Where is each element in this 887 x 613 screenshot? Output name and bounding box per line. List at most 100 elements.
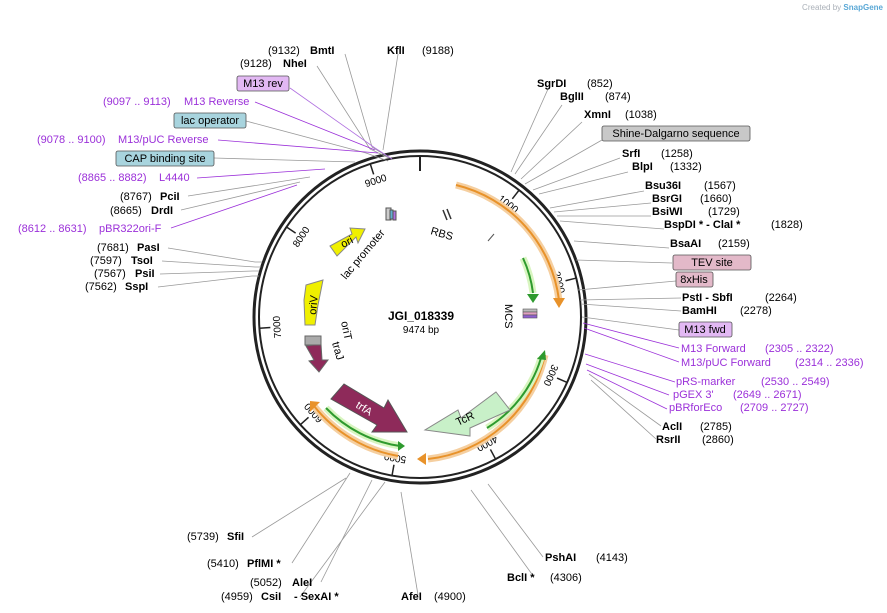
label-bglii: BglII — [560, 91, 584, 103]
label-l4440-pos: (8865 .. 8882) — [78, 172, 147, 184]
label-m13puc-reverse-pos: (9078 .. 9100) — [37, 134, 106, 146]
label-l4440: L4440 — [159, 172, 190, 184]
tick-label-7000: 7000 — [272, 315, 285, 338]
feature-label-oriT: oriT — [338, 320, 354, 341]
trfA-arrow — [330, 383, 408, 433]
tick-mark-6000 — [299, 416, 310, 426]
label-m13-rev: M13 rev — [243, 78, 283, 90]
label-pflmi: PflMI * — [247, 558, 281, 570]
label-cap-binding-site: CAP binding site — [124, 153, 205, 165]
label-bsiwi: BsiWI — [652, 206, 683, 218]
label-rsrii: RsrII — [656, 434, 680, 446]
label-acli: AclI — [662, 421, 682, 433]
label-pflmi-pos: (5410) — [207, 558, 239, 570]
label-m13-reverse-pos: (9097 .. 9113) — [103, 96, 171, 108]
plasmid-length: 9474 bp — [403, 325, 440, 336]
label-bspdi-clai-pos: (1828) — [771, 219, 803, 231]
label-afei: AfeI — [401, 591, 422, 603]
mcs-marks — [522, 308, 538, 319]
tick-mark-5000 — [391, 464, 395, 476]
label-8xhis: 8xHis — [680, 274, 708, 286]
oriT-block — [304, 335, 322, 346]
oriV-arrow — [303, 279, 324, 326]
label-bcli: BclI * — [507, 572, 535, 584]
label-prs-marker-pos: (2530 .. 2549) — [761, 376, 830, 388]
feature-label-rbs: RBS — [429, 225, 454, 243]
label-xmni: XmnI — [584, 109, 611, 121]
tick-mark-2000 — [565, 277, 577, 282]
label-srfi-pos: (1258) — [661, 148, 693, 160]
tick-mark-8000 — [286, 226, 297, 234]
lac-promoter-marks — [385, 207, 397, 221]
label-bspdi-clai: BspDI * - ClaI * — [664, 219, 741, 231]
labels-right: KflI (9188) SgrDI (852) BglII (874) XmnI… — [387, 45, 864, 603]
label-nhei-pos: (9128) — [240, 58, 272, 70]
label-pgex3: pGEX 3' — [673, 389, 714, 401]
label-nhei: NheI — [283, 58, 307, 70]
ori-arrow — [329, 227, 366, 257]
snapgene-logo: SnapGene — [843, 3, 883, 12]
feature-label-oriV: oriV — [307, 294, 321, 315]
tick-mark-3000 — [556, 377, 568, 384]
label-psti-sbfi-pos: (2264) — [765, 292, 797, 304]
label-pasi: PasI — [137, 242, 160, 254]
label-m13puc-reverse: M13/pUC Reverse — [118, 134, 208, 146]
label-tev-site: TEV site — [691, 257, 733, 269]
label-sfii: SfiI — [227, 531, 244, 543]
label-acli-pos: (2785) — [700, 421, 732, 433]
label-drdi: DrdI — [151, 205, 173, 217]
rbs-marks — [442, 208, 452, 221]
rbs-tick — [487, 233, 495, 242]
label-bmti-pos: (9132) — [268, 45, 300, 57]
label-sgrdi: SgrDI — [537, 78, 566, 90]
label-kfli: KflI — [387, 45, 405, 57]
label-bglii-pos: (874) — [605, 91, 631, 103]
label-m13puc-forward-pos: (2314 .. 2336) — [795, 357, 864, 369]
label-m13-forward-pos: (2305 .. 2322) — [765, 343, 834, 355]
labels-left: (9132) BmtI (9128) NheI M13 rev (9097 ..… — [18, 45, 339, 603]
label-psti-sbfi: PstI - SbfI — [682, 292, 733, 304]
outer-arcs — [310, 181, 565, 465]
traJ-arrow — [305, 343, 329, 373]
label-pshai: PshAI — [545, 552, 576, 564]
label-psii: PsiI — [135, 268, 155, 280]
label-kfli-pos: (9188) — [422, 45, 454, 57]
label-prs-marker: pRS-marker — [676, 376, 736, 388]
label-psii-pos: (7567) — [94, 268, 126, 280]
label-sfii-pos: (5739) — [187, 531, 219, 543]
label-afei-pos: (4900) — [434, 591, 466, 603]
feature-arrows — [303, 207, 538, 437]
label-sspi: SspI — [125, 281, 148, 293]
label-bsiwi-pos: (1729) — [708, 206, 740, 218]
label-pcii-pos: (8767) — [120, 191, 152, 203]
label-srfi: SrfI — [622, 148, 640, 160]
feature-label-ori: ori — [339, 234, 355, 250]
credit-prefix: Created by — [802, 3, 842, 12]
label-rsrii-pos: (2860) — [702, 434, 734, 446]
tick-mark-9000 — [369, 163, 375, 175]
feature-label-mcs: MCS — [502, 304, 514, 328]
snapgene-credit: Created by SnapGene — [802, 3, 883, 12]
TcR-arrow — [423, 391, 511, 437]
label-pasi-pos: (7681) — [97, 242, 129, 254]
label-bsaai: BsaAI — [670, 238, 701, 250]
label-drdi-pos: (8665) — [110, 205, 142, 217]
label-m13-reverse: M13 Reverse — [184, 96, 249, 108]
label-bsaai-pos: (2159) — [718, 238, 750, 250]
tick-mark-4000 — [489, 449, 497, 460]
label-pbr322ori-f-pos: (8612 .. 8631) — [18, 223, 87, 235]
label-blpi: BlpI — [632, 161, 653, 173]
plasmid-name: JGI_018339 — [388, 309, 454, 323]
label-pbrforeco-pos: (2709 .. 2727) — [740, 402, 809, 414]
label-shine-dalgarno: Shine-Dalgarno sequence — [612, 128, 739, 140]
tick-label-9000: 9000 — [364, 173, 389, 190]
label-lac-operator: lac operator — [181, 115, 239, 127]
label-pcii: PciI — [160, 191, 180, 203]
label-bsrgi-pos: (1660) — [700, 193, 732, 205]
label-csii-pos: (4959) — [221, 591, 253, 603]
label-pbrforeco: pBRforEco — [669, 402, 722, 414]
label-sexai: - SexAI * — [294, 591, 339, 603]
leader-lines — [157, 53, 682, 598]
label-pshai-pos: (4143) — [596, 552, 628, 564]
